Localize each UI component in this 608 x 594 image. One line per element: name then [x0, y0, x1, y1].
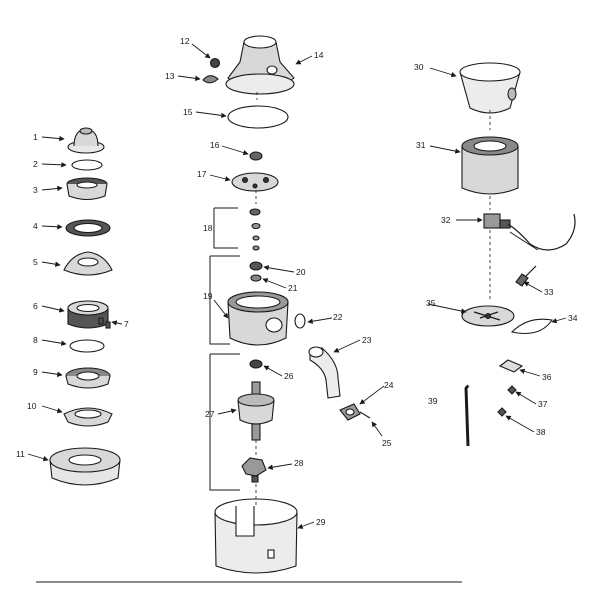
label-31: 31: [416, 140, 426, 150]
part-8-snap-ring: [69, 339, 105, 353]
part-20-washer: [249, 261, 263, 271]
label-9: 9: [33, 367, 38, 377]
part-10-lug-ring: [63, 407, 113, 427]
label-32: 32: [441, 215, 451, 225]
label-15: 15: [183, 107, 193, 117]
part-2-ring: [71, 159, 103, 171]
label-18: 18: [203, 223, 213, 233]
part-23-discharge-tube: [308, 346, 341, 399]
part-36-label: [498, 359, 524, 373]
label-33: 33: [544, 287, 554, 297]
part-6-mounting-ring: [67, 300, 109, 329]
label-25: 25: [382, 438, 392, 448]
label-30: 30: [414, 62, 424, 72]
part-34-plate: [510, 318, 553, 335]
part-37-screw: [507, 385, 517, 395]
label-14: 14: [314, 50, 324, 60]
label-1: 1: [33, 132, 38, 142]
part-28-fan: [241, 457, 267, 483]
label-10: 10: [27, 401, 37, 411]
label-21: 21: [288, 283, 298, 293]
part-1-stopper: [67, 127, 105, 154]
center-axis-lines: [255, 92, 258, 506]
label-12: 12: [180, 36, 190, 46]
label-17: 17: [197, 169, 207, 179]
part-24-flange: [339, 403, 361, 421]
label-8: 8: [33, 335, 38, 345]
label-37: 37: [538, 399, 548, 409]
part-27-motor-rotor: [237, 381, 275, 441]
label-35: 35: [426, 298, 436, 308]
bracket-19: [209, 255, 240, 345]
label-29: 29: [316, 517, 326, 527]
label-3: 3: [33, 185, 38, 195]
leader-lines: [27, 43, 567, 529]
label-22: 22: [333, 312, 343, 322]
part-18-seal-parts: [249, 208, 261, 251]
label-28: 28: [294, 458, 304, 468]
part-4-gasket: [65, 219, 111, 237]
part-32-switch-cord: [483, 213, 576, 251]
label-24: 24: [384, 380, 394, 390]
part-31-stator-housing: [461, 136, 519, 195]
part-11-cushion-mount: [49, 447, 121, 486]
part-14-upper-housing: [225, 35, 295, 95]
label-19: 19: [203, 291, 213, 301]
label-23: 23: [362, 335, 372, 345]
bracket-27: [209, 353, 240, 491]
label-27: 27: [205, 409, 215, 419]
part-5-backup-flange: [63, 251, 113, 276]
label-6: 6: [33, 301, 38, 311]
part-7-screws: [98, 317, 111, 329]
label-13: 13: [165, 71, 175, 81]
bracket-18: [213, 207, 238, 249]
label-20: 20: [296, 267, 306, 277]
part-26-nut: [249, 359, 263, 369]
part-17-flange: [231, 172, 279, 192]
label-36: 36: [542, 372, 552, 382]
label-4: 4: [33, 221, 38, 231]
part-21-washer: [250, 274, 262, 282]
part-22-gasket: [294, 313, 306, 329]
part-39-tie-bolt: [464, 384, 470, 447]
part-29-lower-housing: [214, 498, 298, 574]
part-12-nut: [209, 57, 221, 69]
part-38-screw: [497, 407, 507, 417]
part-19-grinding-chamber: [227, 291, 289, 346]
part-15-gasket: [227, 105, 289, 129]
part-labels: 1 2 3 4 5 6 7 8 9 10 11 12 13 14 15 16 1…: [16, 36, 578, 527]
part-35-end-bell: [461, 305, 515, 327]
part-13-clip: [202, 75, 219, 84]
part-16-nut: [249, 151, 263, 161]
part-30-cover: [459, 62, 521, 114]
label-7: 7: [124, 319, 129, 329]
label-5: 5: [33, 257, 38, 267]
label-39: 39: [428, 396, 438, 406]
label-26: 26: [284, 371, 294, 381]
label-11: 11: [16, 449, 25, 459]
label-16: 16: [210, 140, 220, 150]
label-38: 38: [536, 427, 546, 437]
label-2: 2: [33, 159, 38, 169]
label-34: 34: [568, 313, 578, 323]
part-33-screw: [515, 265, 537, 287]
part-25-bolt: [359, 411, 371, 419]
part-9-mounting-ring: [65, 367, 111, 389]
part-3-sink-flange: [66, 177, 108, 201]
